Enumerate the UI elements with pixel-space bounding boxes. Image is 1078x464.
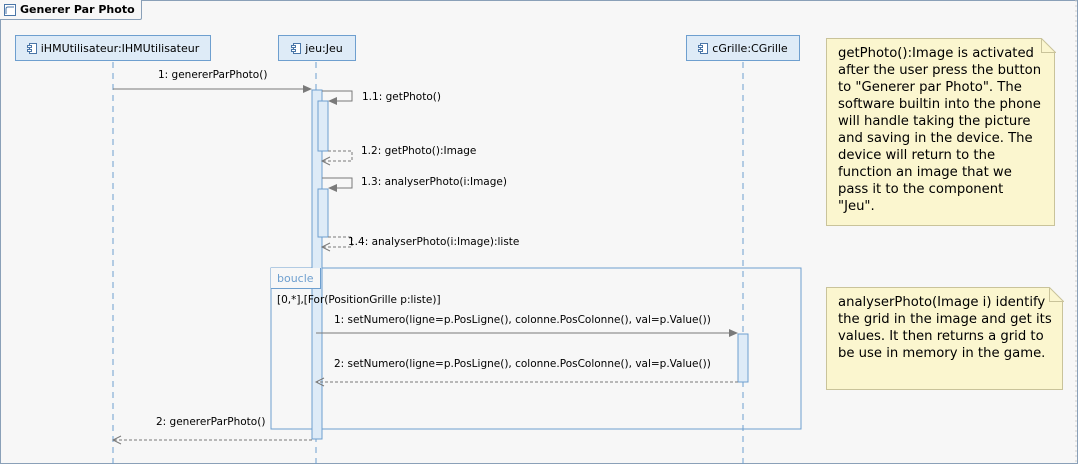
- lifeline-cgrille-label: cGrille:CGrille: [712, 41, 788, 55]
- component-icon: [698, 42, 709, 54]
- message-1-2-line: [322, 150, 353, 162]
- note-getphoto[interactable]: getPhoto():Image is activated after the …: [826, 38, 1055, 226]
- loop-fragment-operator[interactable]: boucle: [271, 268, 321, 289]
- message-1-4-label[interactable]: 1.4: analyserPhoto(i:Image):liste: [348, 236, 520, 248]
- message-1-3-arrowhead: [328, 184, 337, 192]
- message-2-label[interactable]: 2: genererParPhoto(): [156, 416, 266, 428]
- note-getphoto-fold: [1041, 38, 1056, 53]
- message-1-2-label[interactable]: 1.2: getPhoto():Image: [361, 145, 477, 157]
- message-1-1-label[interactable]: 1.1: getPhoto(): [362, 91, 441, 103]
- message-1-1-line: [322, 90, 353, 102]
- component-icon: [291, 42, 302, 54]
- sequence-diagram-icon: [4, 3, 16, 16]
- note-analyserphoto-text: analyserPhoto(Image i) identify the grid…: [838, 295, 1052, 361]
- message-setnumero-2-label[interactable]: 2: setNumero(ligne=p.PosLigne(), colonne…: [334, 358, 711, 370]
- diagram-title: Generer Par Photo: [20, 3, 135, 16]
- activation-jeu-getphoto: [317, 100, 329, 152]
- lifeline-jeu-label: jeu:Jeu: [305, 41, 343, 55]
- note-analyserphoto-fold: [1049, 287, 1064, 302]
- lifeline-cgrille[interactable]: cGrille:CGrille: [686, 35, 800, 61]
- activation-jeu: [311, 89, 323, 440]
- message-1-4-arrowhead: [320, 242, 331, 252]
- message-1-label[interactable]: 1: genererParPhoto(): [158, 69, 268, 81]
- message-1-3-line: [322, 177, 353, 189]
- message-1-arrowhead: [303, 85, 312, 93]
- message-setnumero-1-arrowhead: [729, 329, 738, 337]
- note-getphoto-text: getPhoto():Image is activated after the …: [838, 46, 1042, 214]
- activation-jeu-analyser: [317, 188, 329, 238]
- loop-fragment-guard: [0,*],[For(PositionGrille p:liste)]: [277, 294, 441, 306]
- diagram-title-tab: Generer Par Photo: [0, 0, 142, 20]
- note-analyserphoto[interactable]: analyserPhoto(Image i) identify the grid…: [826, 287, 1063, 390]
- message-1-1-arrowhead: [328, 97, 337, 105]
- lifeline-ihm[interactable]: iHMUtilisateur:IHMUtilisateur: [15, 35, 211, 61]
- loop-fragment: [270, 267, 802, 430]
- component-icon: [26, 42, 37, 54]
- message-1-4-line: [322, 236, 353, 248]
- message-setnumero-2-arrowhead: [314, 377, 325, 387]
- lifeline-ihm-label: iHMUtilisateur:IHMUtilisateur: [40, 41, 200, 55]
- message-2-arrowhead: [111, 435, 122, 445]
- message-1-2-arrowhead: [320, 156, 331, 166]
- message-setnumero-1-label[interactable]: 1: setNumero(ligne=p.PosLigne(), colonne…: [334, 314, 711, 326]
- lifeline-jeu[interactable]: jeu:Jeu: [278, 35, 356, 61]
- message-1-3-label[interactable]: 1.3: analyserPhoto(i:Image): [361, 176, 507, 188]
- activation-cgrille: [737, 333, 749, 383]
